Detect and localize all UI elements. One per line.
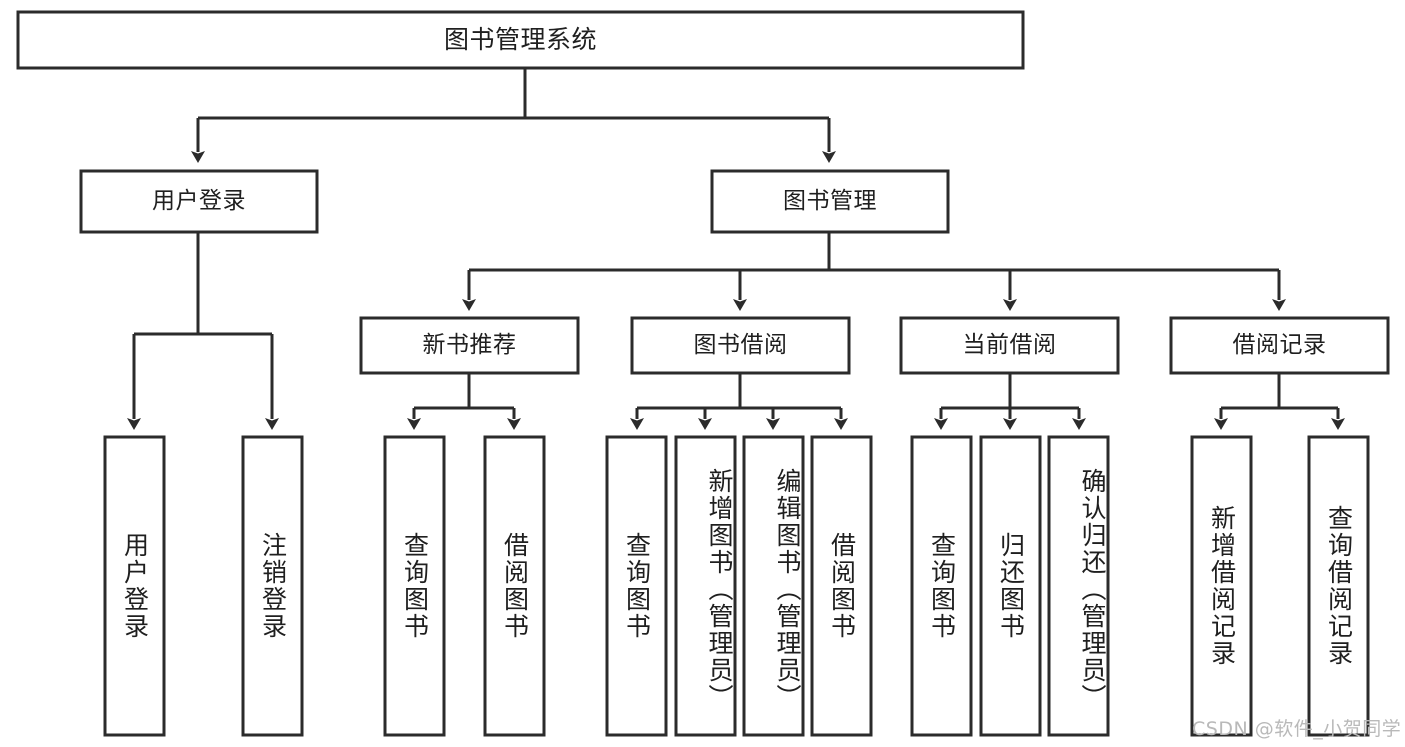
node-box-leaf-borrow-book-2[interactable] bbox=[810, 435, 873, 737]
node-box-leaf-confirm-return[interactable] bbox=[1047, 435, 1110, 737]
connector-group-root bbox=[191, 68, 836, 163]
connector-group-book-borrow bbox=[630, 373, 848, 430]
node-box-root[interactable] bbox=[16, 10, 1025, 70]
node-box-leaf-query-book-1[interactable] bbox=[383, 435, 446, 737]
node-box-leaf-add-record[interactable] bbox=[1190, 435, 1253, 737]
node-box-book-manage[interactable] bbox=[710, 169, 950, 234]
connector-group-borrow-record bbox=[1214, 373, 1345, 430]
node-box-leaf-edit-book[interactable] bbox=[742, 435, 805, 737]
node-box-leaf-add-book[interactable] bbox=[674, 435, 737, 737]
node-box-leaf-query-book-3[interactable] bbox=[910, 435, 973, 737]
node-box-leaf-user-login[interactable] bbox=[103, 435, 166, 737]
node-box-leaf-query-record[interactable] bbox=[1307, 435, 1370, 737]
connector-group-user-login bbox=[127, 232, 279, 430]
node-box-book-borrow[interactable] bbox=[630, 316, 851, 375]
node-box-user-login[interactable] bbox=[79, 169, 319, 234]
node-box-leaf-query-book-2[interactable] bbox=[605, 435, 668, 737]
connector-group-book-manage bbox=[462, 232, 1286, 311]
node-box-leaf-borrow-book-1[interactable] bbox=[483, 435, 546, 737]
node-box-current-borrow[interactable] bbox=[899, 316, 1120, 375]
node-box-leaf-return-book[interactable] bbox=[979, 435, 1042, 737]
connector-group-new-book-recommend bbox=[407, 373, 521, 430]
node-box-leaf-user-logout[interactable] bbox=[241, 435, 304, 737]
connector-group-current-borrow bbox=[934, 373, 1086, 430]
node-box-borrow-record[interactable] bbox=[1169, 316, 1390, 375]
node-box-new-book-recommend[interactable] bbox=[359, 316, 580, 375]
